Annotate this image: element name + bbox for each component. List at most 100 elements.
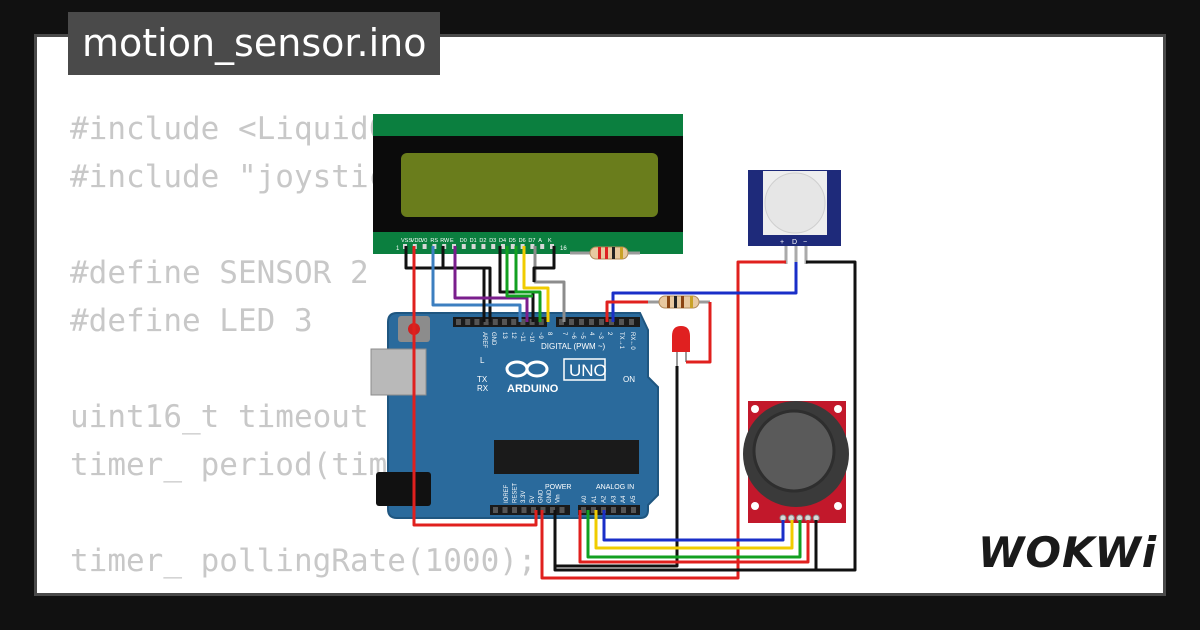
- pir-pin-gnd: −: [803, 239, 807, 246]
- uno-badge: [563, 358, 606, 381]
- resistor-led[interactable]: [648, 295, 710, 309]
- lcd-screen: [401, 153, 658, 217]
- code-line: timer_ pollingRate(1000);: [70, 543, 537, 579]
- lcd-pin-label: D7: [528, 238, 535, 244]
- power-pin-label: IOREF: [504, 484, 510, 503]
- power-pin-label: Vin: [556, 494, 562, 503]
- header-pin: [493, 507, 498, 513]
- digital-pin-label: 7: [561, 332, 567, 336]
- lcd-pin: [422, 244, 427, 249]
- code-line: uint16_t timeout: [70, 399, 369, 435]
- rx-label: RX: [477, 384, 489, 393]
- header-pin: [474, 319, 480, 325]
- pir-pin-vcc: +: [780, 239, 784, 246]
- lcd-pin-label: VDD: [411, 238, 423, 244]
- on-label: ON: [623, 375, 635, 384]
- header-pin: [599, 319, 604, 325]
- lcd-pin-label: D5: [509, 238, 516, 244]
- lcd-pin-label: RS: [430, 238, 438, 244]
- lcd-pin: [530, 244, 535, 249]
- digital-pin-label: 4: [588, 332, 594, 336]
- pir-dome: [764, 172, 826, 234]
- lcd-pin-label: K: [548, 238, 552, 244]
- lcd-pin: [510, 244, 515, 249]
- lcd-pin-label: D4: [499, 238, 506, 244]
- lcd-pin: [481, 244, 486, 249]
- header-pin: [559, 507, 565, 513]
- power-label: POWER: [545, 484, 571, 491]
- header-pin: [591, 507, 596, 513]
- lcd-pin-label: D1: [470, 238, 477, 244]
- analog-pin-label: A4: [621, 495, 627, 503]
- header-pin: [465, 319, 471, 325]
- digital-label: DIGITAL (PWM ~): [541, 342, 606, 351]
- lcd-pin-label: D2: [479, 238, 486, 244]
- usb-port: [370, 348, 427, 396]
- header-pin: [492, 319, 498, 325]
- digital-pin-label: 13: [501, 332, 507, 339]
- joystick-module[interactable]: [743, 401, 849, 523]
- pir-pin-out: D: [792, 239, 797, 246]
- analog-pin-label: A3: [611, 495, 617, 503]
- lcd-pin-label: D0: [460, 238, 467, 244]
- code-line: joystick_ ject(A1, A2, A0);: [70, 585, 630, 593]
- header-pin: [631, 507, 636, 513]
- digital-pin-label: 8: [546, 332, 552, 336]
- digital-pin-label: GND: [490, 332, 496, 346]
- digital-pin-label: ~9: [537, 332, 543, 340]
- header-pin: [621, 507, 626, 513]
- header-pin: [456, 319, 461, 325]
- lcd-pin-label: VSS: [401, 238, 412, 244]
- header-pin: [502, 319, 507, 325]
- power-pin-label: 5V: [530, 496, 536, 503]
- tx-label: TX: [477, 375, 488, 384]
- lcd-pin: [491, 244, 496, 249]
- digital-pin-label: RX←0: [629, 332, 635, 350]
- lcd-pin-label: V0: [421, 238, 428, 244]
- digital-pin-label: ~3: [597, 332, 603, 340]
- power-pin-label: 3.3V: [521, 491, 527, 503]
- lcd-pin: [501, 244, 505, 249]
- arduino-logo-right-loop: [525, 360, 549, 378]
- digital-pin-label: 12: [510, 332, 516, 339]
- analog-pin-label: A2: [602, 495, 608, 503]
- atmega-chip: [494, 440, 639, 474]
- header-pin: [581, 507, 586, 513]
- lcd-pin: [461, 244, 466, 249]
- header-pin: [483, 319, 489, 325]
- header-pin: [619, 319, 624, 325]
- header-pin: [531, 507, 536, 513]
- wires: [404, 246, 857, 580]
- header-pin: [521, 507, 527, 513]
- header-pin: [550, 507, 555, 513]
- power-pin-label: GND: [547, 489, 553, 503]
- code-line: #define SENSOR 2: [70, 255, 369, 291]
- l-led-label: L: [480, 356, 485, 365]
- digital-pin-label: 2: [606, 332, 612, 336]
- joystick-knob[interactable]: [752, 409, 836, 493]
- digital-pin-label: ~5: [579, 332, 585, 340]
- red-led[interactable]: [672, 326, 690, 366]
- header-pin: [629, 319, 634, 325]
- header-pin: [559, 319, 564, 325]
- digital-pin-label: ~6: [570, 332, 576, 340]
- code-line: timer_ period(time: [70, 447, 406, 483]
- resistor-lcd[interactable]: [570, 246, 640, 260]
- digital-pin-label: ~11: [519, 332, 525, 342]
- lcd-pin-start: 1: [396, 246, 400, 252]
- pir-motion-sensor[interactable]: + D −: [748, 170, 841, 264]
- header-pin: [502, 507, 508, 513]
- wokwi-logo: WOKWi: [978, 528, 1158, 577]
- power-jack: [376, 472, 431, 506]
- lcd-pin-label: RW: [440, 238, 450, 244]
- file-tab-title[interactable]: motion_sensor.ino: [68, 12, 441, 75]
- lcd-pin: [550, 244, 554, 249]
- header-pin: [569, 319, 574, 325]
- digital-pin-label: ~10: [528, 332, 534, 343]
- lcd-pin-label: D6: [519, 238, 526, 244]
- header-pin: [611, 507, 616, 513]
- header-pin: [511, 319, 517, 325]
